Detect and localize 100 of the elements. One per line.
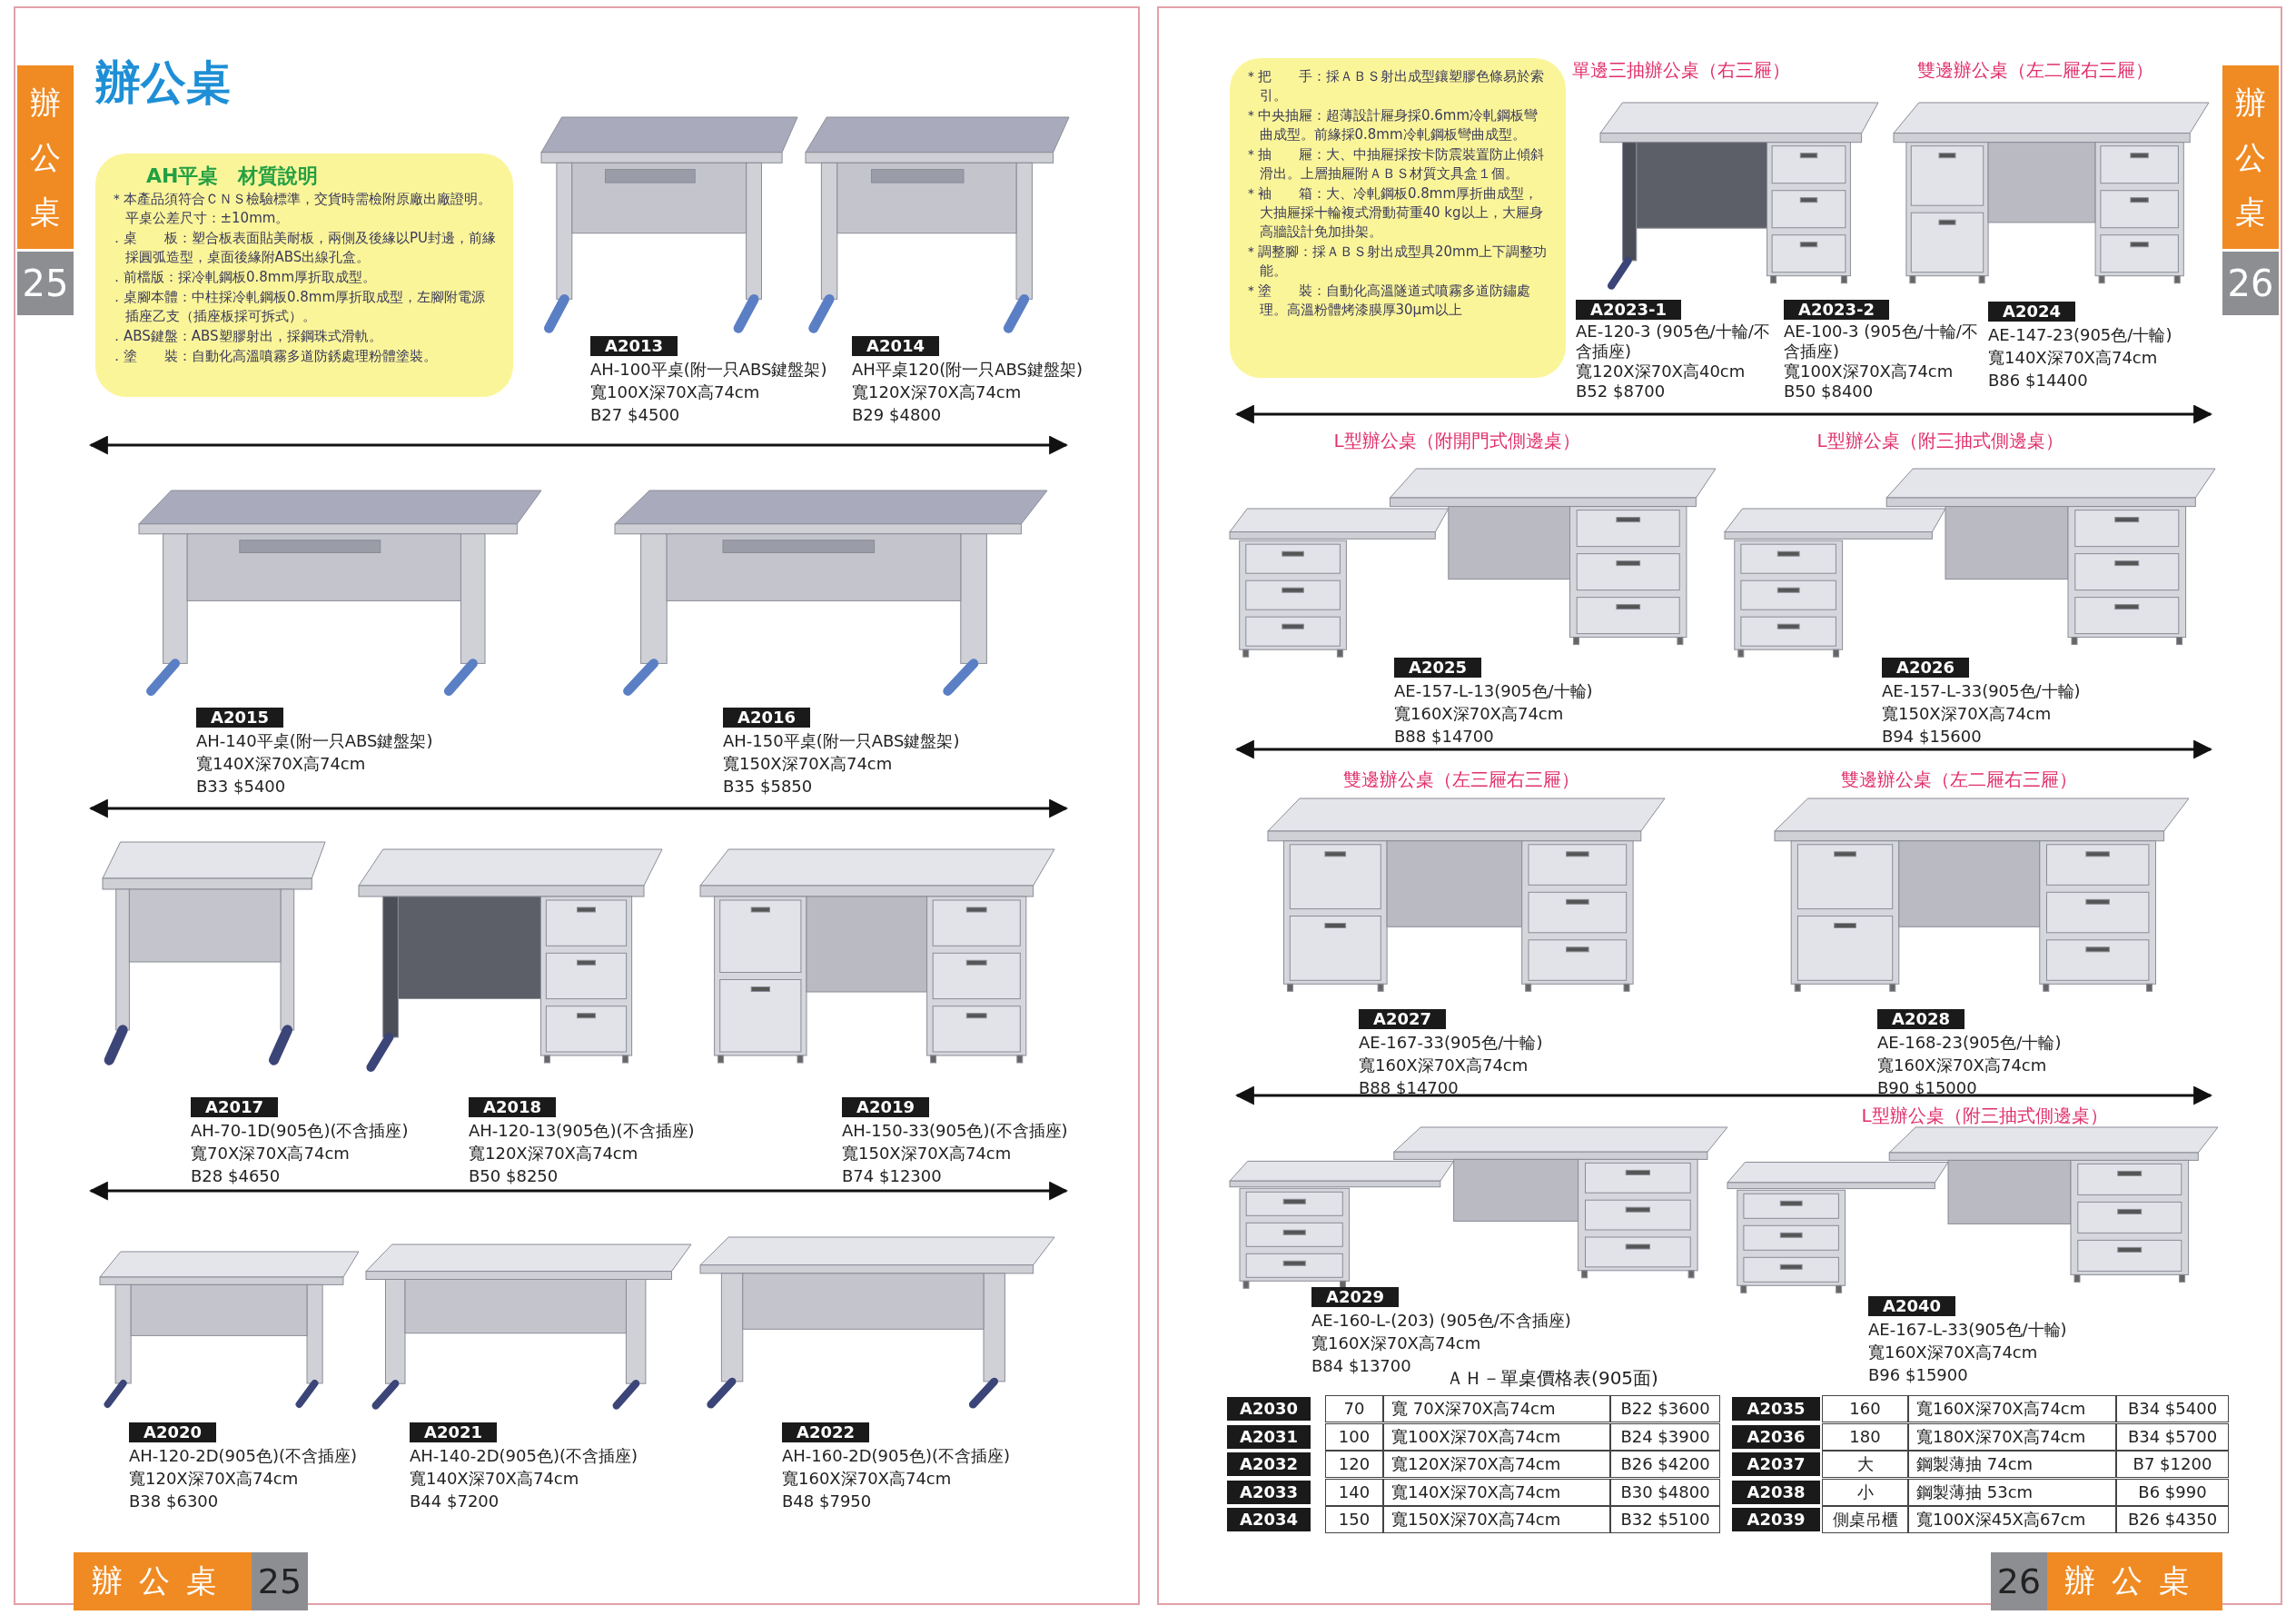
table-title: ＡＨ－單桌價格表(905面) bbox=[1446, 1366, 1658, 1391]
category-heading: 單邊三抽辦公桌（右三屜） bbox=[1572, 58, 1790, 83]
table-cell: 鋼製薄抽 53cm bbox=[1908, 1479, 2116, 1506]
product-code: A2017 bbox=[191, 1097, 279, 1117]
price: B27 $4500 bbox=[590, 404, 681, 426]
product-code: A2025 bbox=[1394, 658, 1482, 678]
page-number: 25 bbox=[252, 1552, 308, 1610]
model-name: AE-168-23(905色/十輪) bbox=[1877, 1032, 2062, 1054]
dimensions: 寬140X深70X高74cm bbox=[196, 753, 367, 775]
price: B94 $15600 bbox=[1882, 726, 1983, 748]
product-code: A2032 bbox=[1227, 1452, 1311, 1476]
price: B86 $14400 bbox=[1988, 370, 2089, 391]
product-code: A2027 bbox=[1359, 1009, 1447, 1029]
table-cell: 150 bbox=[1325, 1506, 1383, 1533]
product-code: A2023-2 bbox=[1784, 300, 1890, 320]
table-cell: B22 $3600 bbox=[1610, 1395, 1720, 1422]
dimensions: 寬160X深70X高74cm bbox=[1311, 1333, 1482, 1354]
model-name: AE-160-L-(203) (905色/不含插座) bbox=[1311, 1310, 1571, 1332]
dimensions: 寬160X深70X高74cm bbox=[1868, 1342, 2039, 1363]
price: B96 $15900 bbox=[1868, 1364, 1969, 1386]
table-cell: B30 $4800 bbox=[1610, 1479, 1720, 1506]
side-tab: 辦公桌 bbox=[2222, 65, 2279, 249]
dimensions: 寬140X深70X高74cm bbox=[1988, 347, 2159, 369]
table-cell: 寬 70X深70X高74cm bbox=[1383, 1395, 1610, 1422]
side-tab: 辦公桌 bbox=[2047, 1552, 2222, 1610]
dimensions: 寬150X深70X高74cm bbox=[842, 1143, 1013, 1164]
price: B50 $8250 bbox=[469, 1165, 559, 1187]
category-heading: L型辦公桌（附開門式側邊桌） bbox=[1333, 429, 1580, 453]
model-name: AH-160-2D(905色)(不含插座) bbox=[782, 1445, 1010, 1467]
product-code: A2036 bbox=[1732, 1425, 1820, 1449]
product-code: A2040 bbox=[1868, 1296, 1956, 1316]
model-name: AH-140-2D(905色)(不含插座) bbox=[410, 1445, 638, 1467]
spec-text: ＊調整腳：採ＡＢＳ射出成型具20mm上下調整功能。 bbox=[1244, 243, 1549, 281]
spec-text: ．ABS鍵盤：ABS塑膠射出，採鋼珠式滑軌。 bbox=[110, 327, 383, 346]
product-code: A2031 bbox=[1227, 1425, 1311, 1449]
table-cell: 寬180X深70X高74cm bbox=[1908, 1423, 2116, 1451]
product-code: A2014 bbox=[852, 336, 940, 356]
dimensions: 寬160X深70X高74cm bbox=[1394, 703, 1565, 725]
spec-text: ＊把 手：採ＡＢＳ射出成型鑲塑膠色條易於索引。 bbox=[1244, 67, 1545, 105]
table-cell: 160 bbox=[1822, 1395, 1908, 1422]
product-code: A2026 bbox=[1882, 658, 1970, 678]
model-name: AH-150平桌(附一只ABS鍵盤架) bbox=[723, 730, 960, 752]
table-cell: 120 bbox=[1325, 1451, 1383, 1478]
spec-text: ＊本產品須符合ＣＮＳ檢驗標準，交貨時需檢附原廠出廠證明。平桌公差尺寸：±10mm。 bbox=[110, 190, 492, 228]
price: B44 $7200 bbox=[410, 1491, 500, 1512]
model-name: AH平桌120(附一只ABS鍵盤架) bbox=[852, 359, 1084, 381]
table-cell: B7 $1200 bbox=[2116, 1451, 2229, 1478]
price: B88 $14700 bbox=[1359, 1077, 1460, 1099]
dimensions: 寬140X深70X高74cm bbox=[410, 1468, 580, 1490]
table-cell: 寬150X深70X高74cm bbox=[1383, 1506, 1610, 1533]
page-number: 25 bbox=[17, 252, 74, 315]
dimensions: 寬150X深70X高74cm bbox=[1882, 703, 2053, 725]
price: B35 $5850 bbox=[723, 776, 814, 798]
price: B88 $14700 bbox=[1394, 726, 1495, 748]
table-cell: 寬160X深70X高74cm bbox=[1908, 1395, 2116, 1422]
product-code: A2023-1 bbox=[1576, 300, 1682, 320]
product-code: A2033 bbox=[1227, 1481, 1311, 1504]
model-name: AH-150-33(905色)(不含插座) bbox=[842, 1120, 1068, 1142]
spec-text: ＊抽 屜：大、中抽屜採按卡防震裝置防止傾斜滑出。上層抽屜附ＡＢＳ材質文具盒１個。 bbox=[1244, 145, 1545, 183]
model-name: AH-100平桌(附一只ABS鍵盤架) bbox=[590, 359, 827, 381]
product-code: A2021 bbox=[410, 1422, 498, 1442]
product-code: A2030 bbox=[1227, 1397, 1311, 1421]
category-heading: 雙邊辦公桌（左三屜右三屜） bbox=[1343, 768, 1579, 792]
spec-text: ＊中央抽屜：超薄設計屜身採0.6mm冷軋鋼板彎曲成型。前緣採0.8mm冷軋鋼板彎曲成型。 bbox=[1244, 106, 1539, 144]
price: B52 $8700 bbox=[1576, 381, 1667, 401]
table-cell: 鋼製薄抽 74cm bbox=[1908, 1451, 2116, 1478]
table-cell: 180 bbox=[1822, 1423, 1908, 1451]
spec-text: ．塗 裝：自動化高溫噴霧多道防銹處理粉體塗裝。 bbox=[110, 347, 438, 366]
product-code: A2028 bbox=[1877, 1009, 1965, 1029]
table-cell: 70 bbox=[1325, 1395, 1383, 1422]
table-cell: B24 $3900 bbox=[1610, 1423, 1720, 1451]
product-code: A2039 bbox=[1732, 1508, 1820, 1531]
page-number: 26 bbox=[1991, 1552, 2047, 1610]
table-cell: 大 bbox=[1822, 1451, 1908, 1478]
model-name: AH-140平桌(附一只ABS鍵盤架) bbox=[196, 730, 433, 752]
product-code: A2022 bbox=[782, 1422, 870, 1442]
product-code: A2020 bbox=[129, 1422, 217, 1442]
dimensions: 寬70X深70X高74cm bbox=[191, 1143, 351, 1164]
product-code: A2034 bbox=[1227, 1508, 1311, 1531]
spec-text: ．前檔版：採冷軋鋼板0.8mm厚折取成型。 bbox=[110, 268, 378, 287]
price: B90 $15000 bbox=[1877, 1077, 1978, 1099]
model-name: AE-157-L-33(905色/十輪) bbox=[1882, 680, 2081, 702]
table-cell: B26 $4200 bbox=[1610, 1451, 1720, 1478]
material-note-box bbox=[95, 154, 513, 397]
dimensions: 寬100X深70X高74cm bbox=[590, 381, 761, 403]
table-cell: 寬120X深70X高74cm bbox=[1383, 1451, 1610, 1478]
table-cell: B34 $5400 bbox=[2116, 1395, 2229, 1422]
spec-text: ＊袖 箱：大、冷軋鋼板0.8mm厚折曲成型，大抽屜採十輪複式滑動荷重40 kg以上，大屜身高牆設計免加掛架。 bbox=[1244, 184, 1544, 242]
model-name: AE-167-L-33(905色/十輪) bbox=[1868, 1319, 2067, 1341]
dimensions: 寬120X深70X高74cm bbox=[852, 381, 1023, 403]
price: B84 $13700 bbox=[1311, 1355, 1412, 1377]
table-cell: 寬100X深70X高74cm bbox=[1383, 1423, 1610, 1451]
product-code: A2019 bbox=[842, 1097, 930, 1117]
category-heading: L型辦公桌（附三抽式側邊桌） bbox=[1861, 1104, 2108, 1128]
spec-text: ．桌腳本體：中柱採冷軋鋼板0.8mm厚折取成型，左腳附電源插座乙支（插座板採可拆式）。 bbox=[110, 288, 487, 326]
product-code: A2037 bbox=[1732, 1452, 1820, 1476]
table-cell: 小 bbox=[1822, 1479, 1908, 1506]
model-name: AE-100-3 (905色/十輪/不含插座) bbox=[1784, 322, 1979, 362]
dimensions: 寬120X深70X高74cm bbox=[469, 1143, 639, 1164]
price: B74 $12300 bbox=[842, 1165, 943, 1187]
